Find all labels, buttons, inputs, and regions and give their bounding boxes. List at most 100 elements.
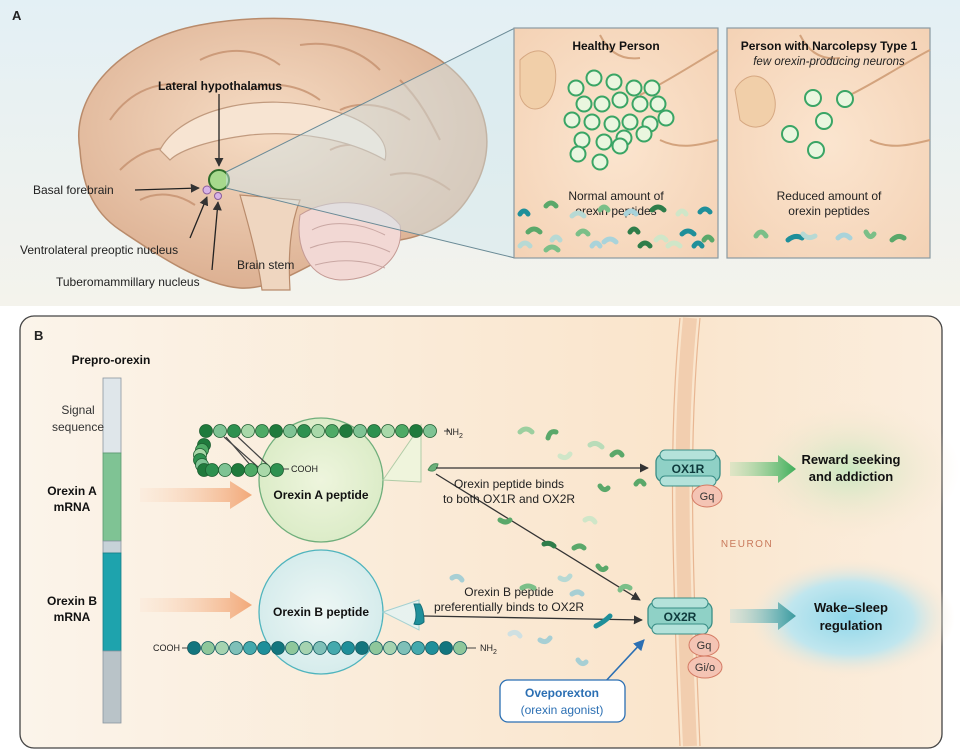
orexin-a-residue: [227, 424, 241, 438]
orexin-b-residue: [257, 641, 271, 655]
orexin-b-residue: [243, 641, 257, 655]
signal-label-1: Signal: [61, 403, 94, 417]
lateral-hypothalamus-marker: [208, 169, 230, 191]
ox2r-label: OX2R: [664, 610, 697, 624]
narcolepsy-neurons: [781, 89, 854, 159]
healthy-peptide: [623, 208, 639, 217]
orexin-b-cooh: COOH: [153, 643, 180, 653]
healthy-neuron: [575, 95, 593, 113]
reward-arrow: [730, 455, 796, 483]
prepro-orexin-title: Prepro-orexin: [72, 353, 151, 367]
orexin-b-mrna-label-1: Orexin B: [47, 594, 97, 608]
orexin-a-residue: [325, 424, 339, 438]
orexin-b-residue: [313, 641, 327, 655]
orexin-a-residue: [423, 424, 437, 438]
orexin-b-residue: [327, 641, 341, 655]
label-basal-forebrain: Basal forebrain: [33, 183, 114, 197]
orexin-b-residue: [299, 641, 313, 655]
healthy-neuron: [567, 79, 585, 97]
wake-label-2: regulation: [820, 618, 883, 633]
healthy-peptide: [543, 200, 559, 209]
narcolepsy-inset: Person with Narcolepsy Type 1 few orexin…: [726, 27, 931, 259]
narcolepsy-peptide-label-2: orexin peptides: [788, 204, 869, 218]
label-vlpo: Ventrolateral preoptic nucleus: [20, 243, 178, 257]
healthy-peptide: [517, 208, 531, 217]
healthy-neuron: [643, 79, 661, 97]
orexin-b-residue: [383, 641, 397, 655]
healthy-peptide: [697, 206, 713, 215]
orexin-a-residue: [339, 424, 353, 438]
reward-label-1: Reward seeking: [802, 452, 901, 467]
binds-b-label-2: preferentially binds to OX2R: [434, 600, 584, 614]
healthy-neuron: [583, 113, 601, 131]
orexin-b-residue: [453, 641, 467, 655]
orexin-b-residue: [411, 641, 425, 655]
orexin-b-mrna-label-2: mRNA: [54, 610, 91, 624]
healthy-neuron: [573, 131, 591, 149]
healthy-peptide: [589, 240, 603, 249]
healthy-peptide: [691, 240, 705, 249]
orexin-a-residue: [241, 424, 255, 438]
orexin-a-residue: [199, 424, 213, 438]
drug-description: (orexin agonist): [521, 703, 604, 717]
healthy-peptide: [627, 226, 641, 235]
healthy-peptide: [653, 234, 669, 243]
narcolepsy-peptides: [753, 229, 907, 243]
healthy-peptide: [601, 236, 619, 245]
healthy-neuron: [625, 79, 643, 97]
narcolepsy-title: Person with Narcolepsy Type 1: [741, 39, 918, 53]
orexin-a-arrow: [140, 481, 252, 509]
healthy-peptide: [665, 240, 683, 249]
healthy-neuron: [591, 153, 609, 171]
orexin-a-residue: [255, 424, 269, 438]
healthy-neuron: [635, 125, 653, 143]
orexin-b-nh2: NH2: [480, 643, 497, 656]
label-lateral-hypothalamus: Lateral hypothalamus: [158, 79, 282, 93]
signal-label-2: sequence: [52, 420, 104, 434]
wake-label-1: Wake–sleep: [814, 600, 888, 615]
healthy-neuron: [563, 111, 581, 129]
healthy-neuron: [657, 109, 675, 127]
orexin-a-residue: [297, 424, 311, 438]
wake-glow: [745, 558, 955, 678]
ox2r-gio-label: Gi/o: [695, 662, 715, 674]
orexin-a-residue: [395, 424, 409, 438]
reward-label-2: and addiction: [809, 469, 894, 484]
orexin-a-residue: [311, 424, 325, 438]
binds-b-label-1: Orexin B peptide: [464, 585, 554, 599]
healthy-peptide: [675, 208, 689, 217]
orexin-b-residue: [187, 641, 201, 655]
orexin-a-closeup: [427, 463, 439, 472]
narcolepsy-subtitle: few orexin-producing neurons: [753, 56, 905, 68]
healthy-peptide-label-2: orexin peptides: [575, 204, 656, 218]
healthy-peptide: [575, 228, 591, 237]
healthy-peptide: [549, 234, 563, 243]
binds-a-label-1: Orexin peptide binds: [454, 477, 564, 491]
prepro-orexin-bar: [102, 377, 122, 724]
orexin-a-residue: [270, 463, 284, 477]
orexin-b-residue: [271, 641, 285, 655]
orexin-a-residue: [244, 463, 258, 477]
orexin-b-residue: [341, 641, 355, 655]
orexin-b-closeup: [413, 603, 425, 626]
orexin-a-residue: [231, 463, 245, 477]
healthy-peptide: [597, 204, 611, 213]
ox1r-label: OX1R: [672, 462, 705, 476]
reward-glow: [740, 400, 960, 540]
healthy-title: Healthy Person: [572, 39, 659, 53]
ox2r-receptor: OX2R Gq Gi/o: [647, 597, 723, 679]
healthy-neuron: [631, 95, 649, 113]
label-tmn: Tuberomammillary nucleus: [56, 275, 200, 289]
wake-arrow: [730, 602, 796, 630]
orexin-a-mrna-label-1: Orexin A: [47, 484, 97, 498]
orexin-b-residue: [201, 641, 215, 655]
orexin-b-residue: [397, 641, 411, 655]
orexin-b-residue: [425, 641, 439, 655]
zoom-line-top: [225, 27, 516, 173]
orexin-b-residue: [369, 641, 383, 655]
healthy-peptide: [679, 228, 697, 237]
healthy-peptide: [517, 240, 533, 249]
orexin-b-chain: [182, 641, 476, 655]
label-brain-stem: Brain stem: [237, 258, 294, 272]
